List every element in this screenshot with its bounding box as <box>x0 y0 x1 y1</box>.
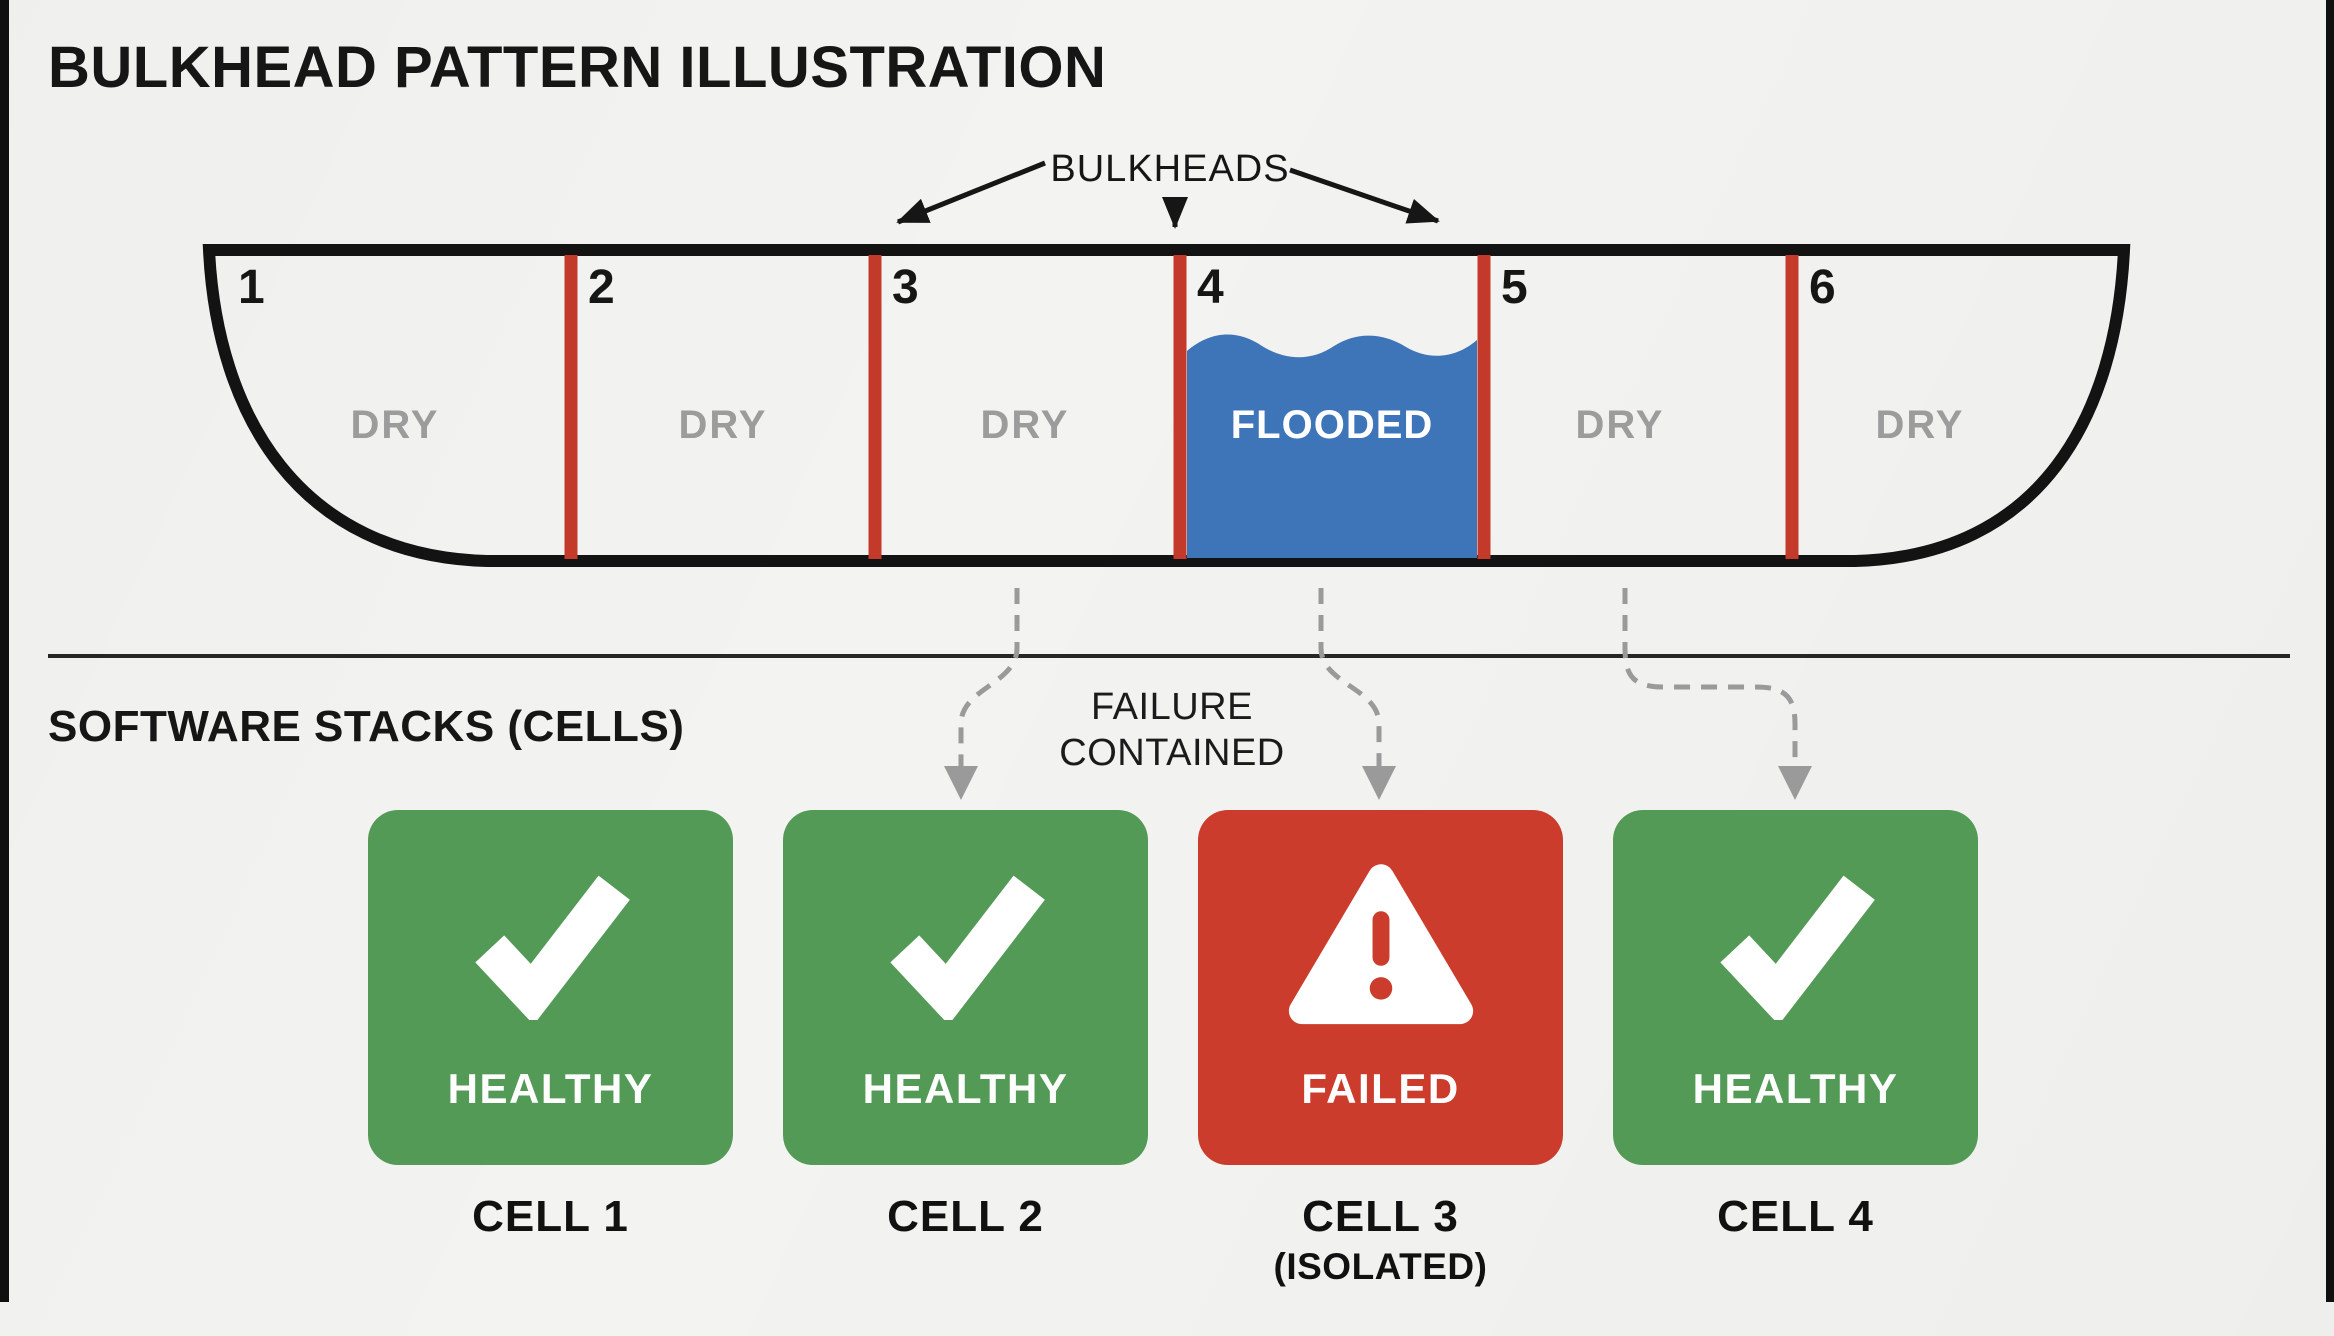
cell-status: HEALTHY <box>1692 1065 1899 1112</box>
compartment-state-3: DRY <box>980 403 1070 447</box>
cell-status: HEALTHY <box>447 1065 654 1112</box>
compartment-number-4: 4 <box>1197 261 1224 314</box>
bulkhead-arrow-right-icon <box>1289 167 1440 224</box>
flood-water <box>1187 334 1477 558</box>
compartment-state-1: DRY <box>350 403 440 447</box>
cell-card-3: FAILED <box>1198 810 1563 1165</box>
cell-card-2: HEALTHY <box>783 810 1148 1165</box>
failure-note-line1: FAILURE <box>1091 686 1253 728</box>
frame-edge-left <box>0 0 9 1302</box>
compartment-state-4-flooded: FLOODED <box>1230 403 1434 447</box>
page-title: BULKHEAD PATTERN ILLUSTRATION <box>48 35 1107 100</box>
check-icon <box>1719 875 1875 1020</box>
connector-arrowhead-cell4-icon <box>1778 766 1812 800</box>
cell-label-1: CELL 1 <box>368 1192 733 1246</box>
ship-hull <box>202 244 2131 567</box>
cell-status: FAILED <box>1301 1065 1460 1112</box>
compartment-number-2: 2 <box>588 261 615 314</box>
compartment-state-2: DRY <box>678 403 768 447</box>
cell-label-2: CELL 2 <box>783 1192 1148 1246</box>
connector-arrow-compartment5-cell4 <box>1622 588 1798 766</box>
section-title: SOFTWARE STACKS (CELLS) <box>48 702 685 751</box>
check-icon <box>889 875 1045 1020</box>
connector-arrow-compartment4-cell3 <box>1318 588 1382 766</box>
connector-arrowhead-cell2-icon <box>944 766 978 800</box>
failure-note-line2: CONTAINED <box>1059 732 1285 774</box>
cell-label-3: CELL 3 (ISOLATED) <box>1198 1192 1563 1288</box>
failure-contained-note: FAILURE CONTAINED <box>1022 684 1322 776</box>
compartment-number-5: 5 <box>1501 261 1528 314</box>
connector-arrow-compartment3-cell2 <box>958 588 1020 766</box>
bulkhead-arrow-left-icon <box>896 160 1046 225</box>
cell-label-text: CELL 2 <box>887 1192 1044 1241</box>
cell-label-4: CELL 4 <box>1613 1192 1978 1246</box>
cell-sublabel-text: (ISOLATED) <box>1273 1246 1488 1287</box>
cell-status: HEALTHY <box>862 1065 1069 1112</box>
cell-card-1: HEALTHY <box>368 810 733 1165</box>
cell-label-text: CELL 3 <box>1302 1192 1459 1241</box>
compartment-number-6: 6 <box>1809 261 1836 314</box>
warning-icon <box>1288 864 1473 1025</box>
compartment-state-6: DRY <box>1875 403 1965 447</box>
compartment-number-1: 1 <box>238 261 265 314</box>
frame-edge-right <box>2326 0 2334 1302</box>
connector-arrowhead-cell3-icon <box>1362 766 1396 800</box>
cell-card-4: HEALTHY <box>1613 810 1978 1165</box>
compartment-state-5: DRY <box>1575 403 1665 447</box>
cell-label-text: CELL 4 <box>1717 1192 1874 1241</box>
bulkheads-label: BULKHEADS <box>1050 148 1290 190</box>
compartment-number-3: 3 <box>892 261 919 314</box>
cell-label-text: CELL 1 <box>472 1192 629 1241</box>
check-icon <box>474 875 630 1020</box>
